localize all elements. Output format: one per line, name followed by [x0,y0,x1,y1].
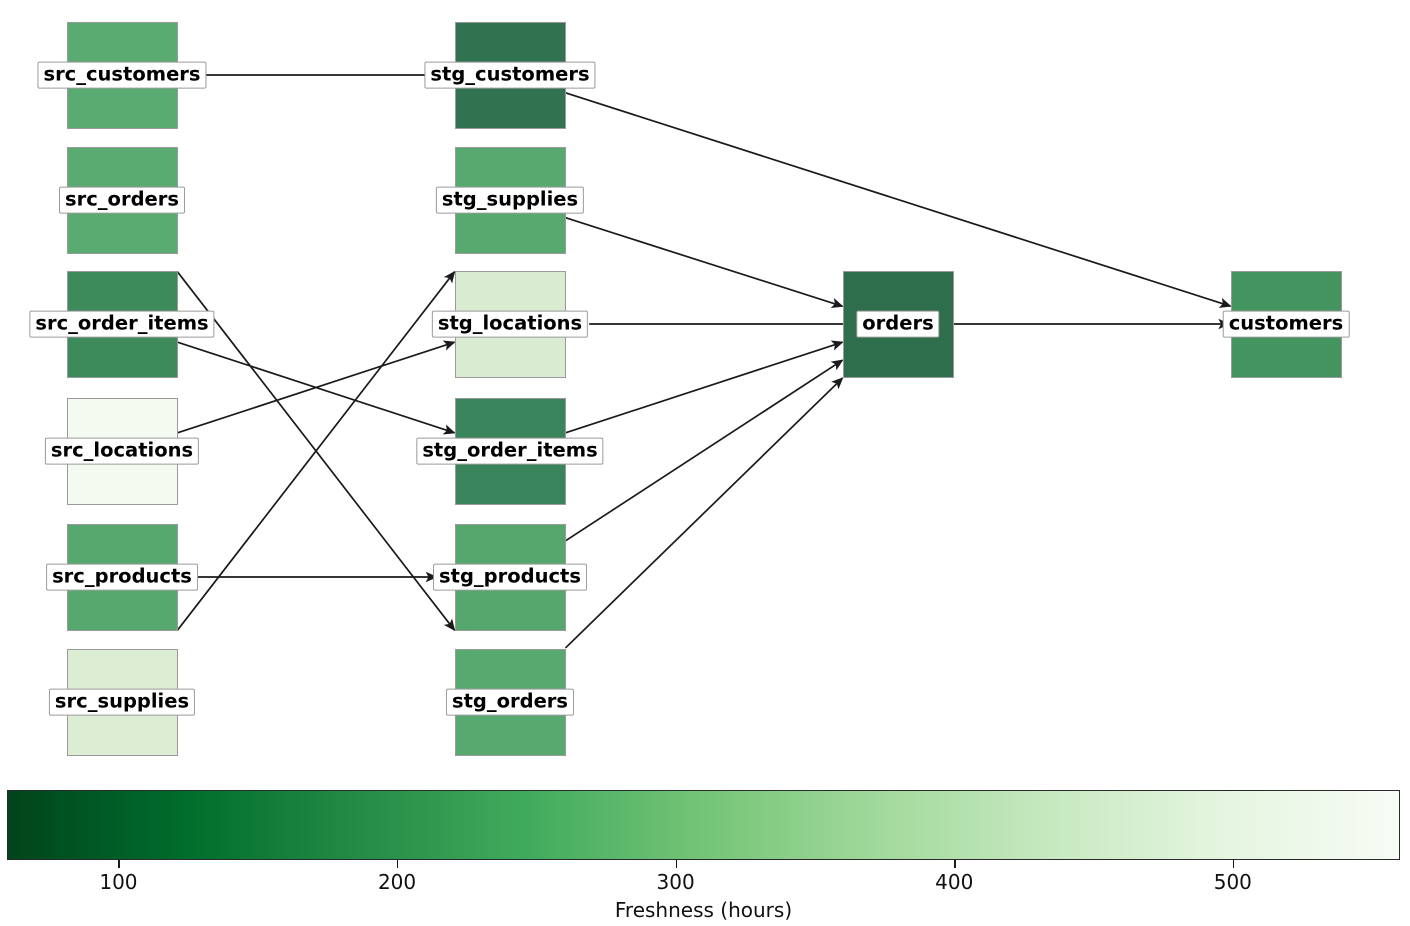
colorbar[interactable] [7,790,1400,860]
node-label-stg_locations: stg_locations [431,310,589,338]
node-label-src_supplies: src_supplies [48,688,196,716]
colorbar-tick-label: 400 [935,870,974,894]
colorbar-tick-label: 500 [1213,870,1252,894]
colorbar-tick-mark [118,860,120,868]
edge-stg_supplies-to-orders [565,216,844,308]
colorbar-tick-mark [675,860,677,868]
edge-stg_products-to-orders [565,359,844,542]
node-label-src_order_items: src_order_items [29,310,215,338]
node-label-stg_orders: stg_orders [445,688,575,716]
edge-stg_customers-to-customers [565,91,1232,308]
edge-stg_order_items-to-orders [565,340,844,434]
node-label-customers: customers [1222,310,1350,338]
node-label-src_customers: src_customers [37,61,207,89]
colorbar-tick-label: 100 [99,870,138,894]
edge-src_supplies-to-stg_supplies [176,270,456,631]
node-label-src_products: src_products [46,563,198,591]
colorbar-tick-label: 300 [656,870,695,894]
node-label-orders: orders [856,310,940,338]
node-label-stg_order_items: stg_order_items [416,437,604,465]
colorbar-axis-label: Freshness (hours) [614,898,793,922]
colorbar-tick-mark [1232,860,1235,868]
edge-src_locations-to-stg_locations [177,340,456,434]
node-label-stg_customers: stg_customers [424,61,596,89]
colorbar-gradient [7,790,1400,860]
node-label-stg_products: stg_products [433,563,587,591]
node-label-src_locations: src_locations [44,437,200,465]
node-label-stg_supplies: stg_supplies [435,186,585,214]
colorbar-tick-label: 200 [377,870,417,894]
edge-stg_orders-to-orders [564,377,844,649]
colorbar-tick-mark [397,860,399,868]
colorbar-tick-mark [954,860,956,868]
node-label-src_orders: src_orders [59,186,185,214]
